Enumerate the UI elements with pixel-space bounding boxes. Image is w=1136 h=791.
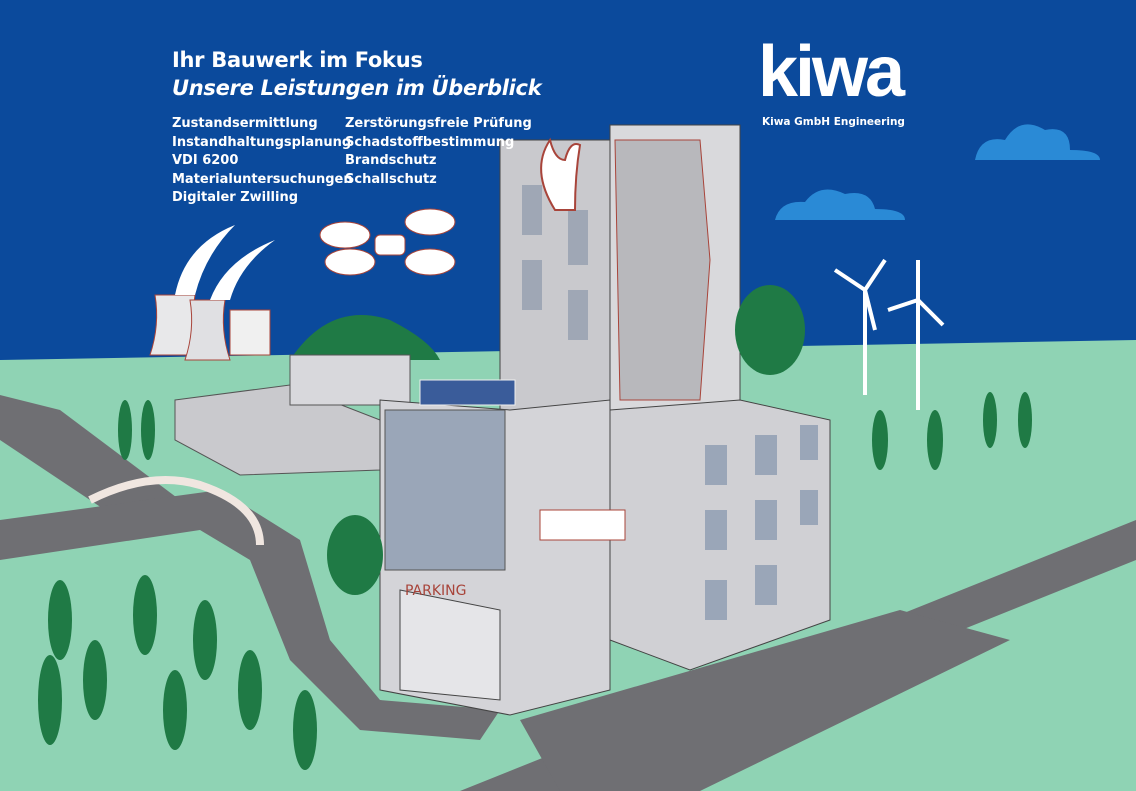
trees [38, 285, 1032, 770]
service-item: Schallschutz [345, 171, 437, 187]
fire-icon [540, 137, 582, 211]
company-name: Kiwa GmbH Engineering [762, 116, 905, 128]
gondola [539, 509, 626, 541]
services-list-2: Zerstörungsfreie Prüfung Schadstoffbesti… [345, 115, 532, 189]
power-plant [149, 225, 275, 361]
kiwa-logo: kiwa [758, 32, 905, 112]
service-item: Brandschutz [345, 153, 437, 168]
service-item: VDI 6200 [172, 153, 239, 168]
cloud-right [775, 124, 1100, 220]
page-subtitle: Unsere Leistungen im Überblick [172, 76, 542, 100]
service-item: Instandhaltungsplanung [172, 134, 352, 150]
service-item: Zustandsermittlung [172, 116, 318, 131]
parking-sign: PARKING [405, 583, 466, 599]
solar-panels [419, 379, 516, 406]
page-title: Ihr Bauwerk im Fokus [172, 48, 423, 72]
service-item: Materialuntersuchungen [172, 171, 353, 187]
services-list-1: Zustandsermittlung Instandhaltungsplanun… [172, 115, 353, 208]
tall-tower [499, 124, 741, 416]
roads [0, 395, 1136, 791]
parking-building: PARKING [379, 379, 611, 716]
wind-turbines [833, 258, 945, 410]
service-item: Schadstoffbestimmung [345, 134, 515, 150]
service-item: Digitaler Zwilling [172, 190, 299, 205]
factory [174, 354, 411, 476]
drone-icon [319, 208, 456, 276]
office-building [539, 399, 831, 671]
service-item: Zerstörungsfreie Prüfung [345, 116, 532, 131]
hill [290, 315, 440, 360]
